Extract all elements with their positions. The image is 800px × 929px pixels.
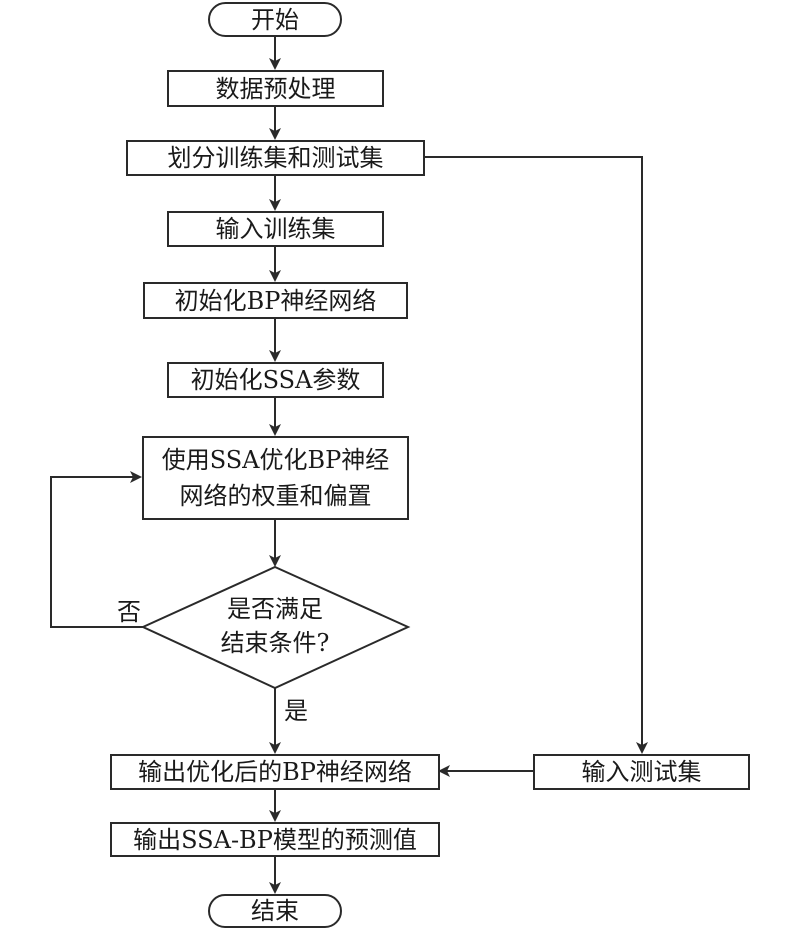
edge-label-yes: 是 [284,697,308,725]
decision-label-line2: 结束条件? [220,629,330,657]
start-node: 开始 [208,2,342,37]
start-label: 开始 [251,5,299,34]
end-node: 结束 [208,894,342,928]
decision-text: 是否满足 结束条件? [195,592,355,660]
split-node: 划分训练集和测试集 [126,140,425,176]
init-ssa-label: 初始化SSA参数 [190,366,361,394]
arrow-split-to-input-test [425,156,648,754]
input-train-label: 输入训练集 [215,215,336,243]
input-test-node: 输入测试集 [533,754,750,790]
decision-label-line1: 是否满足 [227,595,323,623]
decision-diamond [140,565,411,690]
split-label: 划分训练集和测试集 [167,144,384,172]
optimize-label-line2: 网络的权重和偏置 [179,482,372,510]
end-label: 结束 [251,897,299,925]
output-bp-label: 输出优化后的BP神经网络 [138,758,412,786]
edge-label-no: 否 [117,598,141,626]
output-bp-node: 输出优化后的BP神经网络 [110,754,440,790]
preprocess-node: 数据预处理 [167,70,384,107]
optimize-node: 使用SSA优化BP神经 网络的权重和偏置 [142,436,409,520]
output-pred-node: 输出SSA-BP模型的预测值 [110,822,440,857]
arrow-decision-no-loop [50,471,143,628]
input-train-node: 输入训练集 [167,211,384,247]
optimize-label-line1: 使用SSA优化BP神经 [161,446,390,474]
init-ssa-node: 初始化SSA参数 [167,362,384,398]
output-pred-label: 输出SSA-BP模型的预测值 [133,825,417,854]
init-bp-label: 初始化BP神经网络 [174,286,377,315]
input-test-label: 输入测试集 [581,758,702,786]
preprocess-label: 数据预处理 [215,74,336,103]
init-bp-node: 初始化BP神经网络 [143,282,408,319]
